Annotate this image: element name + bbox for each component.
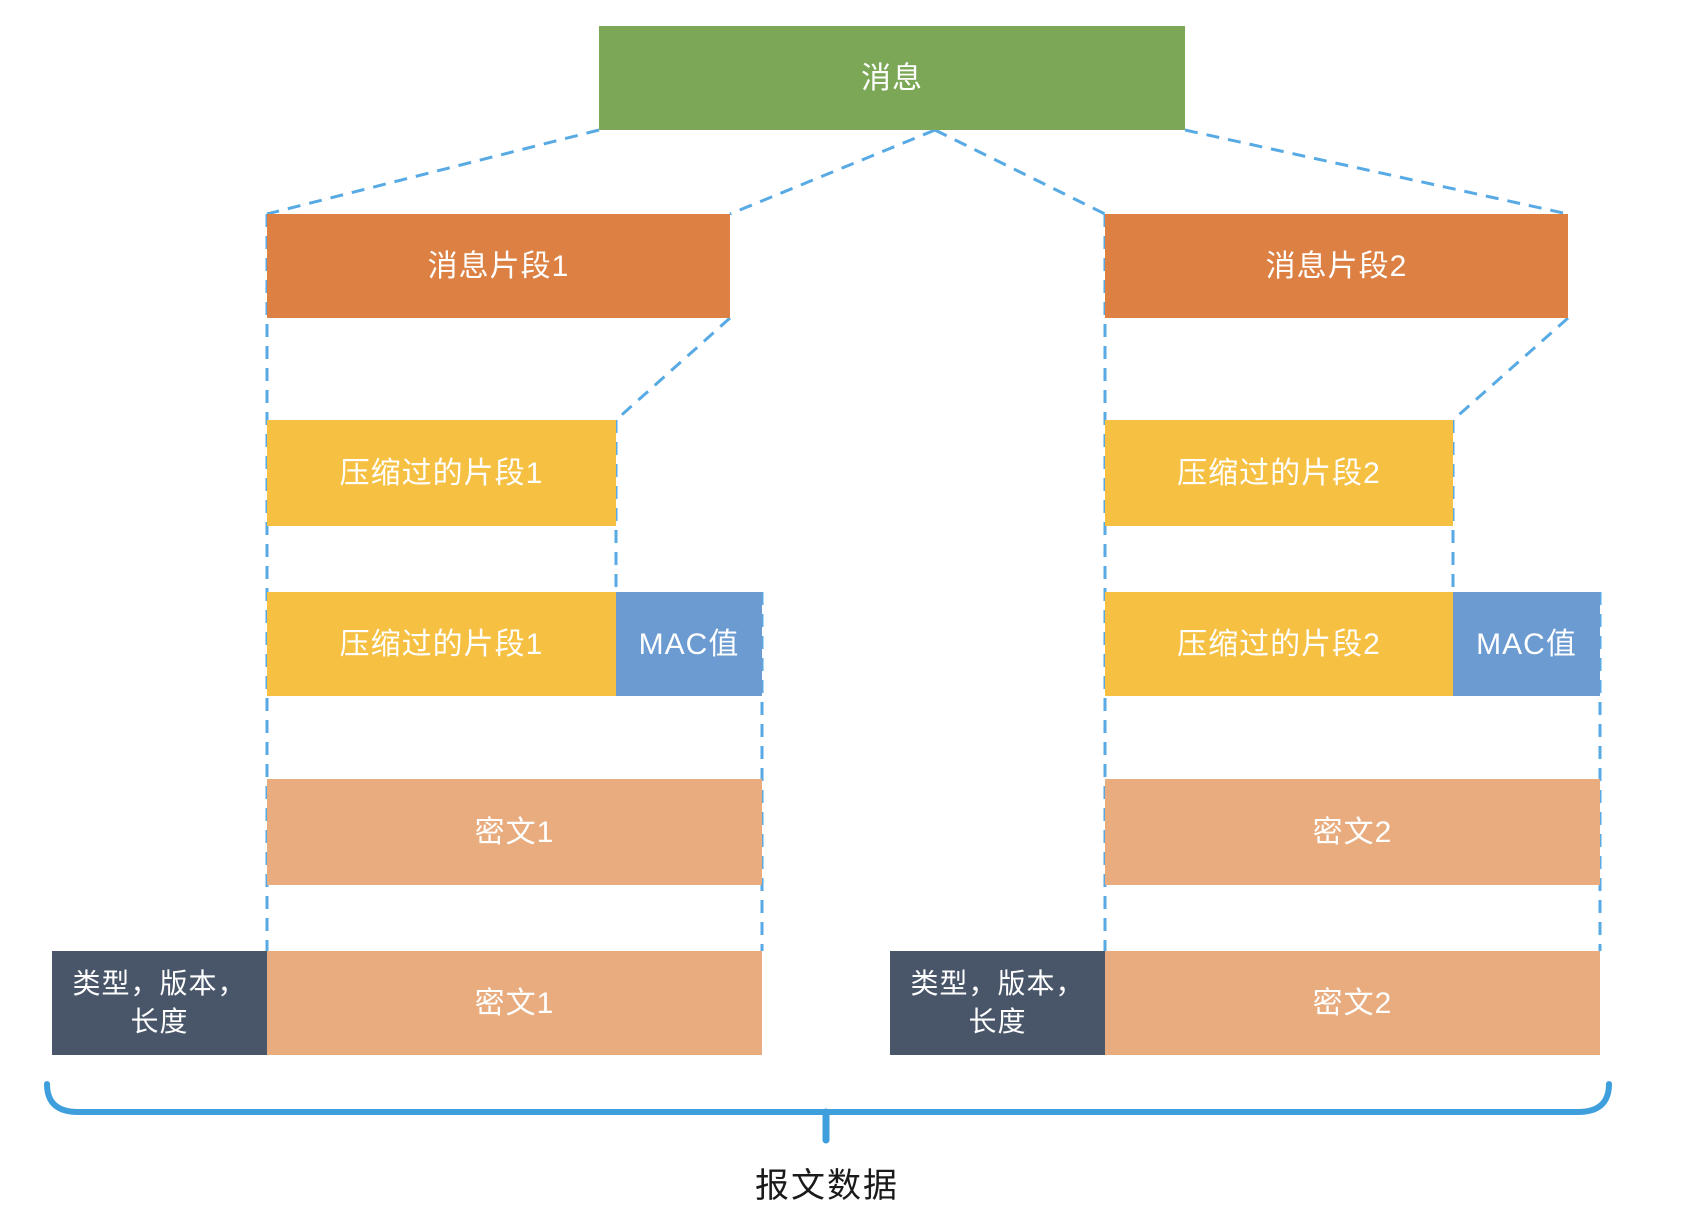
record-header-2-box: 类型，版本， 长度	[890, 951, 1105, 1055]
ciphertext-1-box: 密文1	[267, 779, 762, 885]
ciphertext-2-final-label: 密文2	[1312, 986, 1393, 1020]
compressed-1-mac-row-box: 压缩过的片段1	[267, 592, 616, 696]
connector-fragment2-to-compressed2	[1452, 316, 1569, 422]
message-box: 消息	[599, 26, 1185, 130]
record-header-2-line1: 类型，版本，	[910, 968, 1085, 1000]
compressed-2-mac-row-label: 压缩过的片段2	[1177, 627, 1381, 661]
ciphertext-2-label: 密文2	[1312, 815, 1393, 849]
record-header-2-label: 类型，版本， 长度	[910, 965, 1084, 1041]
fragment-1-box: 消息片段1	[267, 214, 730, 318]
compressed-2-box: 压缩过的片段2	[1105, 420, 1453, 526]
connector-fragment1-to-compressed1	[614, 316, 732, 422]
record-header-1-label: 类型，版本， 长度	[72, 965, 246, 1041]
connector-message-to-fragment1-right	[729, 128, 936, 216]
fragment-2-label: 消息片段2	[1265, 249, 1408, 283]
bottom-brace	[44, 1081, 1612, 1115]
mac-2-label: MAC值	[1476, 627, 1577, 661]
connector-message-to-fragment2-left	[934, 128, 1106, 216]
message-label: 消息	[861, 61, 923, 95]
record-header-1-box: 类型，版本， 长度	[52, 951, 267, 1055]
ciphertext-1-final-label: 密文1	[474, 986, 555, 1020]
record-header-1-line2: 长度	[130, 1006, 189, 1037]
connector-message-to-fragment2-right	[1184, 128, 1569, 216]
ciphertext-2-final-box: 密文2	[1105, 951, 1600, 1055]
ciphertext-1-label: 密文1	[474, 815, 555, 849]
compressed-2-label: 压缩过的片段2	[1177, 456, 1381, 490]
record-header-2-line2: 长度	[968, 1006, 1027, 1037]
ciphertext-2-box: 密文2	[1105, 779, 1600, 885]
connector-message-to-fragment1-left	[266, 128, 600, 216]
compressed-2-mac-row-box: 压缩过的片段2	[1105, 592, 1453, 696]
mac-1-box: MAC值	[616, 592, 762, 696]
ciphertext-1-final-box: 密文1	[267, 951, 762, 1055]
fragment-1-label: 消息片段1	[427, 249, 570, 283]
mac-2-box: MAC值	[1453, 592, 1600, 696]
mac-1-label: MAC值	[638, 627, 740, 661]
fragment-2-box: 消息片段2	[1105, 214, 1568, 318]
compressed-1-box: 压缩过的片段1	[267, 420, 616, 526]
compressed-1-label: 压缩过的片段1	[339, 456, 544, 490]
record-header-1-line1: 类型，版本，	[72, 968, 247, 1000]
packet-data-label: 报文数据	[755, 1167, 899, 1205]
compressed-1-mac-row-label: 压缩过的片段1	[339, 627, 544, 661]
